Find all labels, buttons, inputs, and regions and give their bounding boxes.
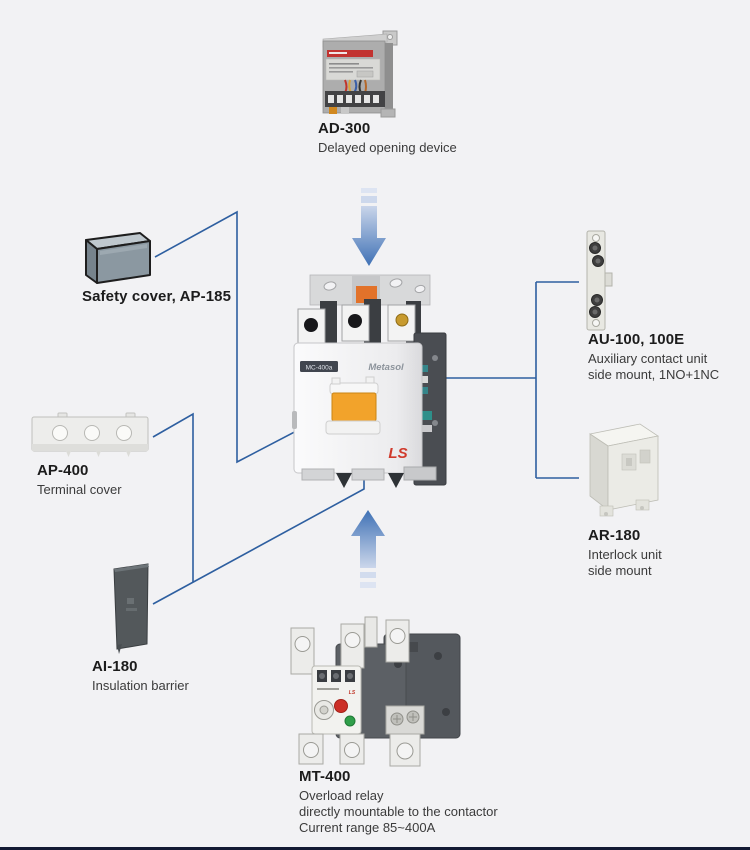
mt400-ls-mark: LS [349, 690, 356, 696]
line-contactor-to-right-bracket [445, 281, 579, 479]
ar180-desc-line1: Interlock unit [588, 547, 662, 562]
ap400-label: AP-400 Terminal cover [37, 462, 122, 498]
ar180-desc: Interlock unit side mount [588, 547, 662, 579]
mt400-desc: Overload relay directly mountable to the… [299, 788, 498, 836]
ls-logo: LS [388, 445, 407, 462]
au100-image [586, 230, 613, 331]
contactor-image: MC-400a Metasol LS [292, 274, 447, 488]
au100-title: AU-100, 100E [588, 331, 685, 348]
ar180-title: AR-180 [588, 527, 641, 544]
au100-desc-line1: Auxiliary contact unit [588, 351, 708, 366]
up-arrow [351, 510, 385, 588]
ar180-label: AR-180 Interlock unit side mount [588, 527, 662, 579]
ad300-title: AD-300 [318, 120, 371, 137]
au100-desc: Auxiliary contact unit side mount, 1NO+1… [588, 351, 719, 383]
ai180-desc: Insulation barrier [92, 678, 189, 693]
ad300-desc: Delayed opening device [318, 140, 457, 155]
ar180-image [588, 423, 660, 517]
line-ap400-to-junction [152, 412, 194, 582]
ai180-image [113, 563, 149, 654]
ad300-image [322, 30, 398, 118]
mt400-desc-line2: directly mountable to the contactor [299, 803, 498, 819]
ai180-title: AI-180 [92, 658, 138, 675]
mt400-image: LS [290, 616, 461, 767]
ai180-label: AI-180 Insulation barrier [92, 658, 189, 694]
mt400-title: MT-400 [299, 768, 351, 785]
au100-desc-line2: side mount, 1NO+1NC [588, 366, 720, 382]
ap400-title: AP-400 [37, 462, 89, 479]
down-arrow [352, 188, 386, 266]
ad300-label: AD-300 Delayed opening device [318, 120, 457, 156]
ap185-title: Safety cover, AP-185 [82, 288, 232, 305]
mt400-desc-line3: Current range 85~400A [299, 819, 436, 835]
ar180-desc-line2: side mount [588, 562, 652, 578]
ap400-desc: Terminal cover [37, 482, 122, 497]
ap185-image [85, 232, 151, 284]
line-ai180-to-contactor [152, 472, 365, 605]
ap185-label: Safety cover, AP-185 [82, 288, 231, 305]
page-bottom-border [0, 847, 750, 850]
mt400-desc-line1: Overload relay [299, 788, 384, 803]
au100-label: AU-100, 100E Auxiliary contact unit side… [588, 331, 719, 383]
contactor-brand-text: Metasol [368, 362, 404, 373]
mt400-label: MT-400 Overload relay directly mountable… [299, 768, 498, 836]
ap400-image [31, 412, 149, 457]
contactor-model-label: MC-400a [306, 365, 333, 372]
